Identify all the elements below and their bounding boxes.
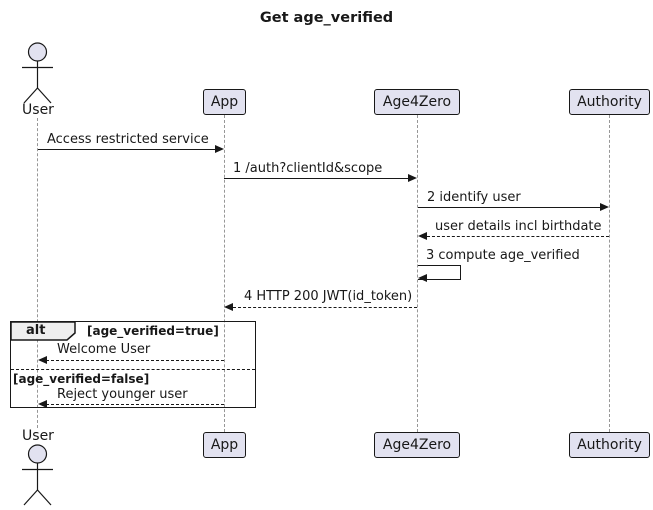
lifeline-app	[224, 115, 225, 432]
arrowhead-right-icon	[408, 174, 417, 182]
message-3-line	[418, 207, 600, 208]
message-5-label: 3 compute age_verified	[426, 248, 580, 263]
lifeline-authority	[609, 115, 610, 432]
user-actor-icon	[12, 42, 64, 104]
arrowhead-left-icon	[418, 232, 427, 240]
arrowhead-left-icon	[38, 356, 47, 364]
alt-condition-true: [age_verified=true]	[87, 324, 219, 338]
message-4-line	[427, 236, 609, 237]
diagram-title: Get age_verified	[259, 10, 394, 26]
message-4-label: user details incl birthdate	[435, 219, 602, 234]
participant-box-authority-bottom: Authority	[569, 432, 650, 458]
message-1-line	[38, 149, 215, 150]
participant-label-app-bottom: App	[210, 437, 239, 453]
lifeline-user	[37, 118, 38, 428]
actor-label-user-bottom: User	[22, 428, 54, 444]
user-actor-icon	[12, 444, 64, 506]
participant-box-app-top: App	[203, 89, 246, 115]
message-8-label: Reject younger user	[57, 387, 188, 402]
lifeline-age4zero	[417, 115, 418, 432]
participant-label-authority-bottom: Authority	[577, 437, 642, 453]
message-8-line	[46, 404, 224, 405]
participant-label-app-top: App	[210, 94, 239, 110]
participant-box-authority-top: Authority	[569, 89, 650, 115]
alt-condition-false: [age_verified=false]	[13, 372, 150, 386]
message-5-self-loop	[418, 265, 461, 280]
arrowhead-left-icon	[224, 303, 233, 311]
participant-box-age4zero-top: Age4Zero	[374, 89, 460, 115]
message-1-label: Access restricted service	[47, 132, 209, 147]
message-3-label: 2 identify user	[427, 190, 521, 205]
participant-label-age4zero-top: Age4Zero	[382, 94, 452, 110]
actor-label-user-top: User	[22, 102, 54, 118]
participant-label-age4zero-bottom: Age4Zero	[382, 437, 452, 453]
participant-box-app-bottom: App	[203, 432, 246, 458]
message-6-line	[233, 307, 417, 308]
message-7-label: Welcome User	[57, 342, 151, 357]
message-6-label: 4 HTTP 200 JWT(id_token)	[244, 289, 413, 304]
arrowhead-left-icon	[38, 400, 47, 408]
alt-frame-header	[10, 321, 78, 342]
alt-frame	[10, 321, 256, 408]
message-2-line	[224, 178, 408, 179]
alt-divider	[11, 369, 255, 370]
arrowhead-right-icon	[600, 203, 609, 211]
participant-label-authority-top: Authority	[577, 94, 642, 110]
arrowhead-right-icon	[215, 145, 224, 153]
alt-operator-label: alt	[26, 323, 46, 338]
arrowhead-left-icon	[418, 274, 427, 282]
message-7-line	[46, 360, 224, 361]
participant-box-age4zero-bottom: Age4Zero	[374, 432, 460, 458]
message-2-label: 1 /auth?clientId&scope	[233, 161, 383, 176]
